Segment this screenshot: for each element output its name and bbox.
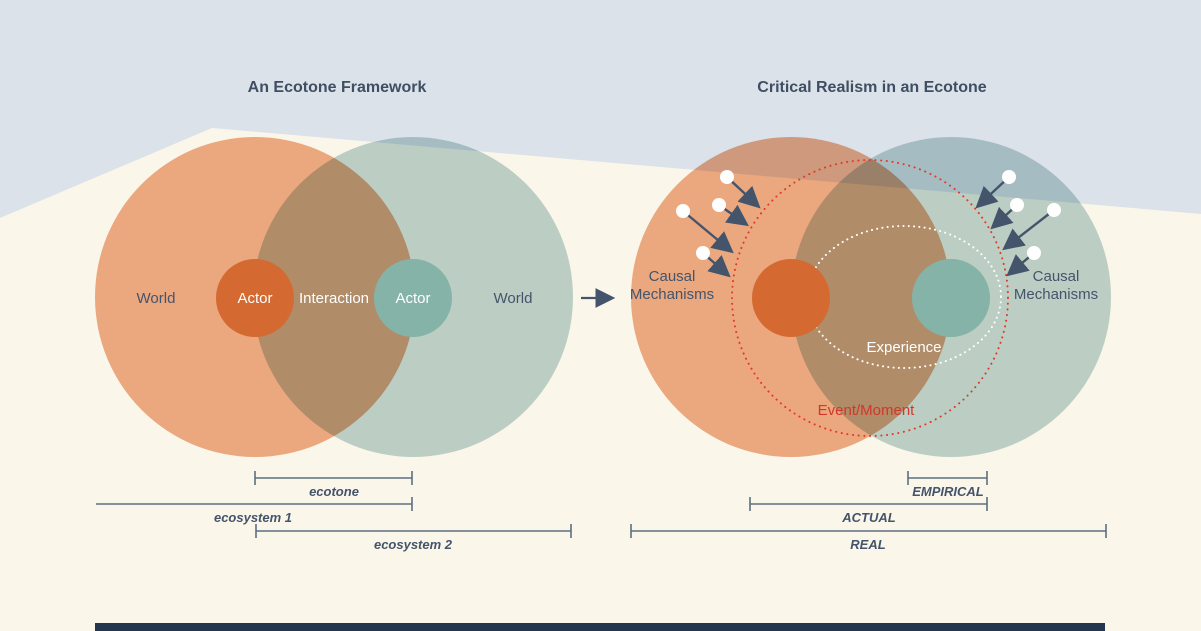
left-world-label: World <box>137 290 176 307</box>
right-venn: Critical Realism in an Ecotone Causal Me… <box>630 79 1111 457</box>
ecosystem2-label: ecosystem 2 <box>374 537 453 552</box>
event-moment-dotted-circle <box>731 159 1009 437</box>
left-diagram-title: An Ecotone Framework <box>248 79 427 96</box>
causal-dot <box>1002 170 1016 184</box>
right-diagram-title: Critical Realism in an Ecotone <box>757 79 987 96</box>
causal-arrow <box>975 176 1010 209</box>
ecotone-label: ecotone <box>309 484 359 499</box>
left-venn: An Ecotone Framework World Actor Interac… <box>95 79 573 457</box>
empirical-label: EMPIRICAL <box>912 484 984 499</box>
causal-dot <box>1027 246 1041 260</box>
causal-arrow <box>726 176 761 209</box>
right-venn-teal-actor-circle <box>912 259 990 337</box>
causal-dot <box>720 170 734 184</box>
causal-mechanisms-right-label-line1: Causal <box>1033 268 1080 285</box>
ecosystem1-label: ecosystem 1 <box>214 510 292 525</box>
causal-mechanisms-left-label-line1: Causal <box>649 268 696 285</box>
causal-dot <box>676 204 690 218</box>
left-actor-teal-label: Actor <box>395 290 430 307</box>
causal-arrow <box>1002 209 1055 251</box>
right-brackets <box>630 471 1107 538</box>
event-moment-label: Event/Moment <box>818 402 916 419</box>
right-venn-orange-actor-circle <box>752 259 830 337</box>
causal-dot <box>1010 198 1024 212</box>
causal-arrow <box>682 210 734 254</box>
causal-dot <box>1047 203 1061 217</box>
causal-dot <box>712 198 726 212</box>
interaction-label: Interaction <box>299 290 369 307</box>
causal-mechanisms-right-label-line2: Mechanisms <box>1014 286 1098 303</box>
left-brackets <box>96 471 572 538</box>
causal-dots <box>676 170 1061 260</box>
causal-mechanisms-left-label-line2: Mechanisms <box>630 286 714 303</box>
left-venn-orange-actor-circle <box>216 259 294 337</box>
left-venn-teal-actor-circle <box>374 259 452 337</box>
actual-label: ACTUAL <box>841 510 895 525</box>
footer-bar <box>95 623 1105 631</box>
real-label: REAL <box>850 537 885 552</box>
causal-dot <box>696 246 710 260</box>
left-actor-orange-label: Actor <box>237 290 272 307</box>
experience-label: Experience <box>866 339 941 356</box>
right-world-label: World <box>494 290 533 307</box>
